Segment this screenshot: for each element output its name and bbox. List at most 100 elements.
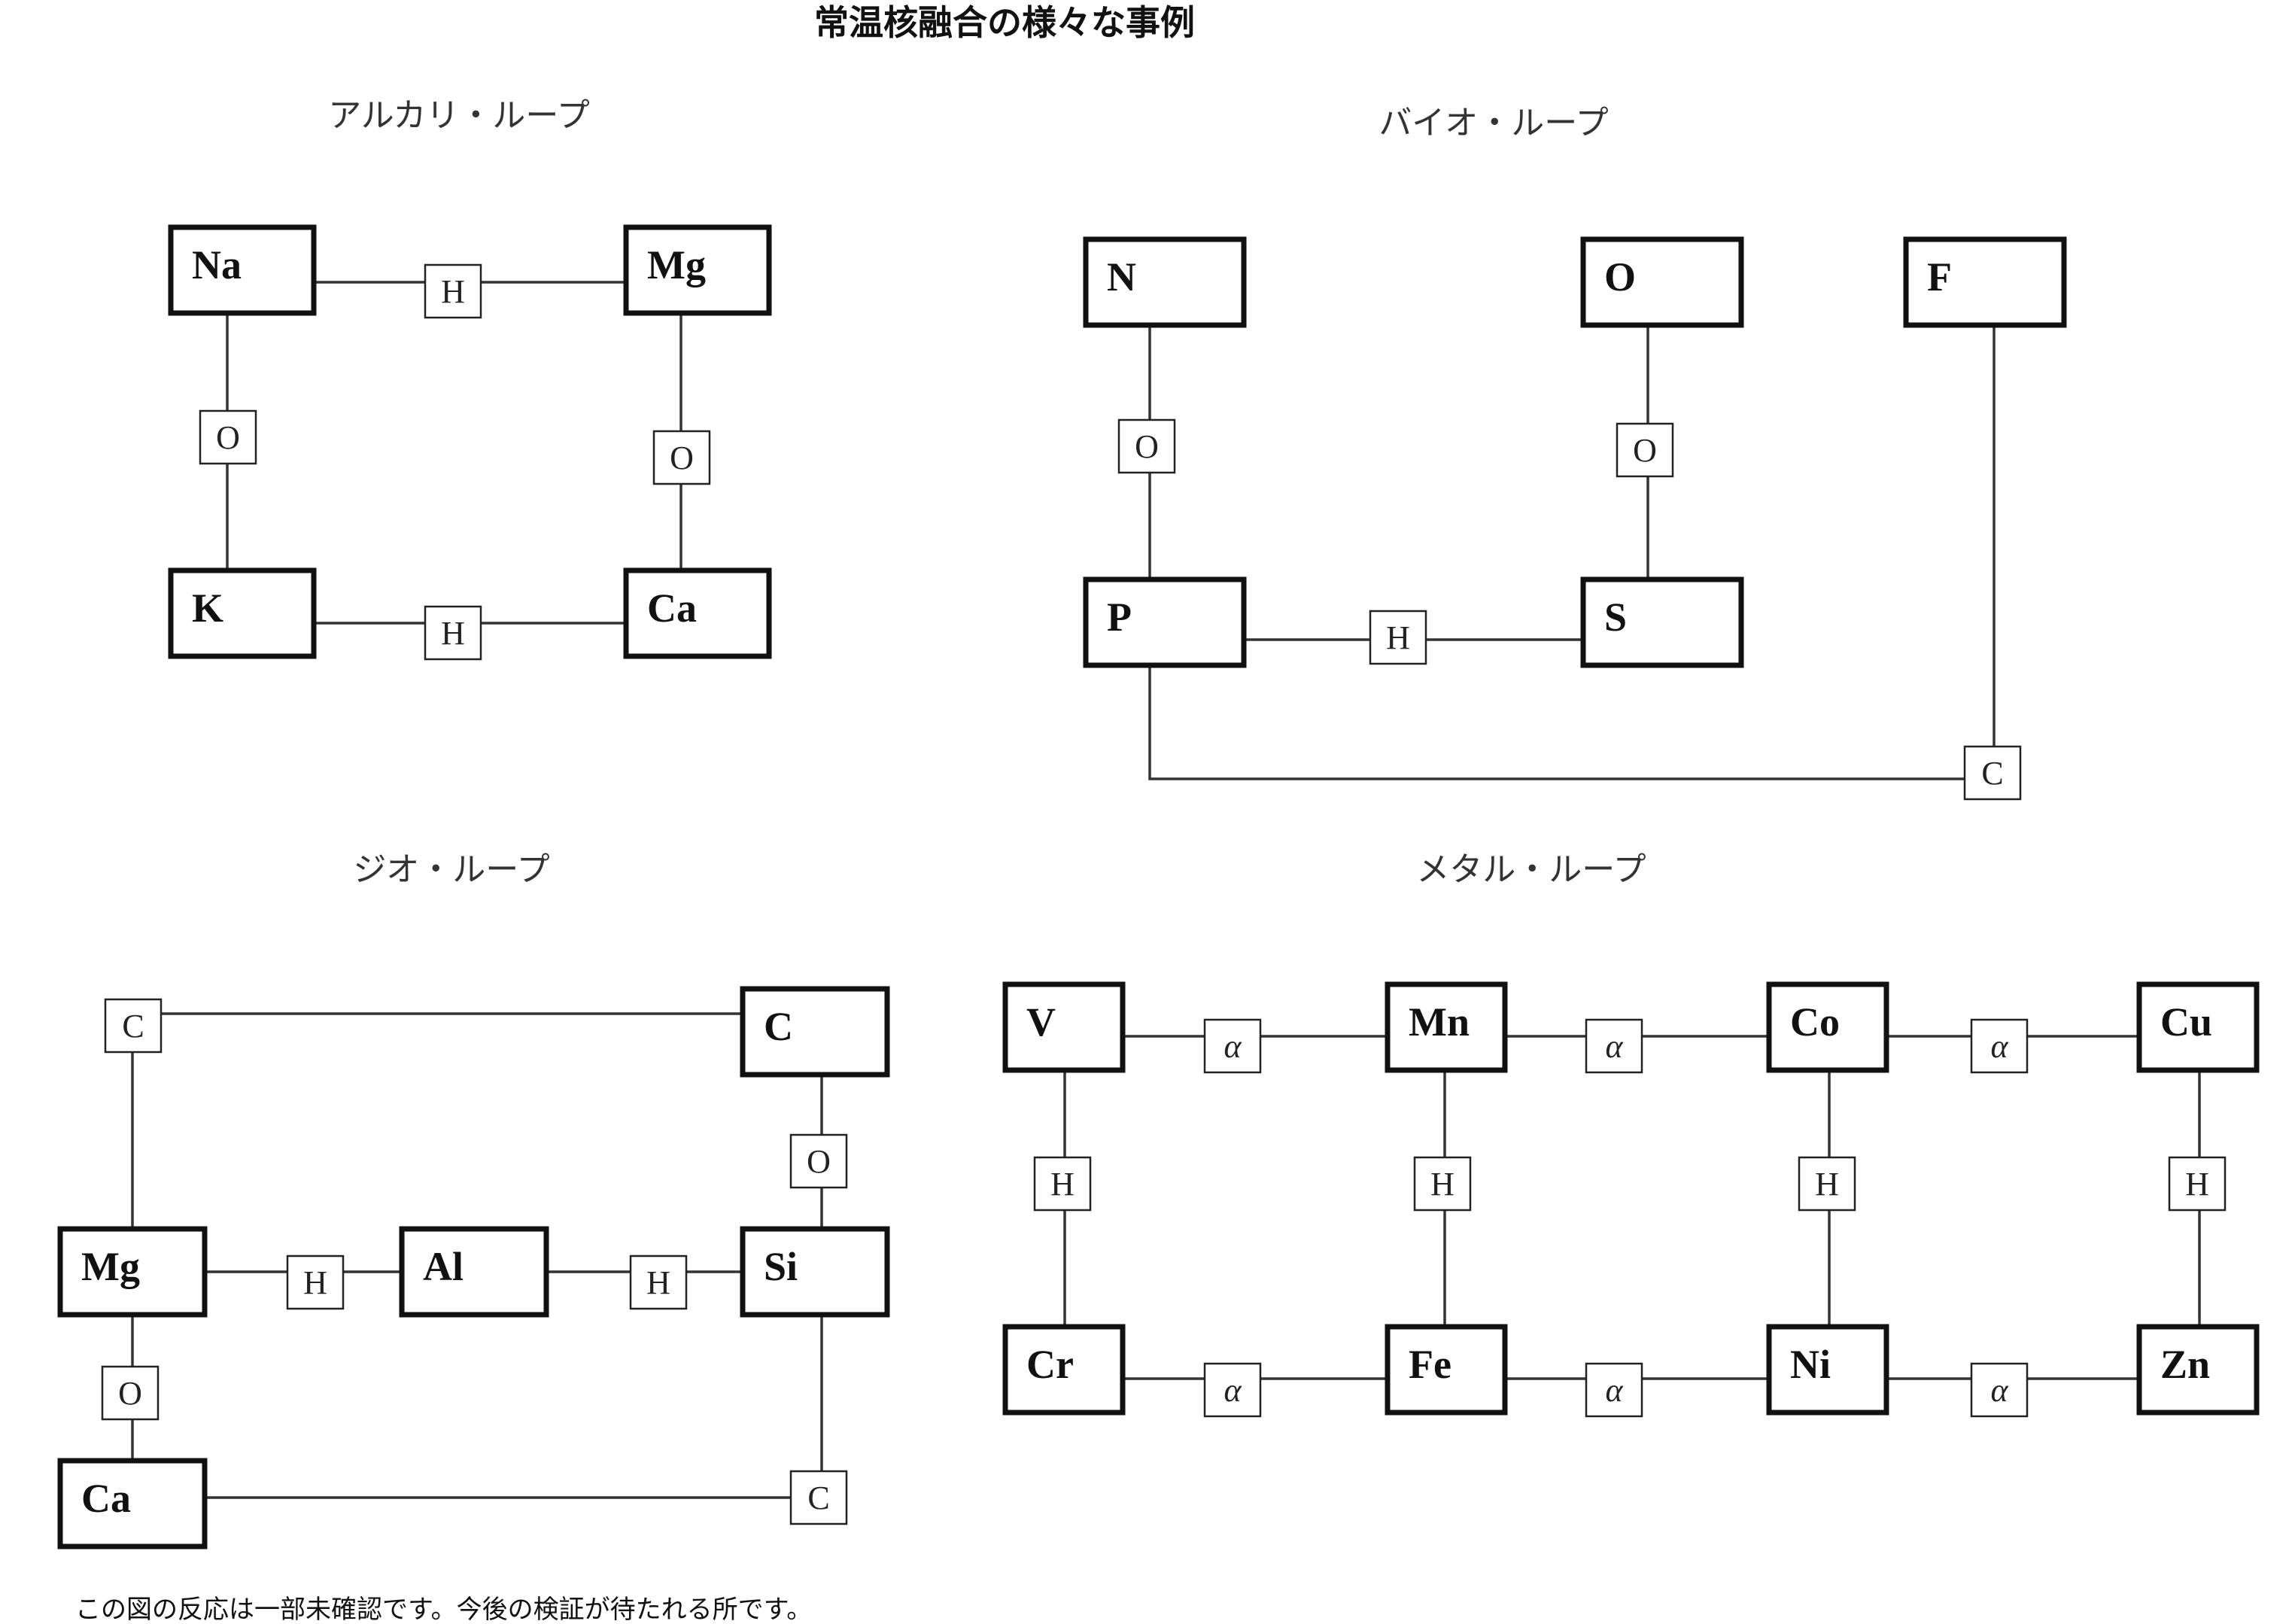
link-node-mn-co: α	[1585, 1018, 1643, 1074]
element-node-mg: Mg	[623, 224, 772, 316]
element-label: Zn	[2160, 1342, 2210, 1387]
link-box	[1033, 1156, 1092, 1212]
element-label: Co	[1790, 999, 1840, 1045]
link-box	[789, 1133, 848, 1189]
link-box	[199, 409, 257, 465]
link-box	[1585, 1362, 1643, 1418]
link-box	[424, 263, 482, 319]
element-label: S	[1604, 595, 1627, 640]
link-node-co-ni: H	[1798, 1156, 1856, 1212]
link-label: H	[1386, 619, 1410, 656]
element-label: Mg	[81, 1244, 140, 1289]
element-label: Mn	[1409, 999, 1470, 1045]
element-box	[1903, 236, 2067, 328]
element-label: V	[1026, 999, 1056, 1045]
element-node-mg: Mg	[57, 1226, 208, 1318]
link-label: H	[441, 273, 465, 310]
link-box	[2168, 1156, 2227, 1212]
loop-title: ジオ・ループ	[353, 850, 549, 889]
link-node-o-s: O	[1616, 422, 1674, 478]
element-box	[1083, 236, 1247, 328]
link-box	[101, 1365, 160, 1421]
link-label: O	[1633, 432, 1657, 469]
element-node-ca: Ca	[623, 567, 772, 659]
link-node-fe-ni: α	[1585, 1362, 1643, 1418]
link-label: O	[216, 419, 240, 456]
link-node-k-ca: H	[424, 605, 482, 661]
link-node-mg-ca: O	[652, 430, 711, 485]
link-label: O	[807, 1143, 831, 1180]
link-box	[1203, 1362, 1262, 1418]
link-label: C	[1981, 755, 2003, 792]
element-box	[1083, 576, 1247, 668]
link-box	[789, 1470, 848, 1525]
element-node-co: Co	[1766, 981, 1889, 1073]
element-node-mn: Mn	[1385, 981, 1508, 1073]
element-node-fe: Fe	[1385, 1324, 1508, 1416]
link-label: O	[670, 439, 694, 476]
element-node-ni: Ni	[1766, 1324, 1889, 1416]
link-node-al-si: H	[629, 1254, 688, 1310]
element-box	[1002, 981, 1126, 1073]
link-label: H	[441, 615, 465, 652]
link-label: α	[1605, 1372, 1623, 1409]
element-box	[2136, 1324, 2260, 1416]
element-node-k: K	[168, 567, 317, 659]
element-label: K	[192, 585, 223, 631]
link-node-v-mn: α	[1203, 1018, 1262, 1074]
link-box	[1413, 1156, 1472, 1212]
element-node-ca: Ca	[57, 1458, 208, 1549]
element-box	[1580, 576, 1744, 668]
loop-title: バイオ・ループ	[1379, 104, 1608, 142]
element-box	[740, 986, 890, 1078]
link-box	[1585, 1018, 1643, 1074]
element-node-c: C	[740, 986, 890, 1078]
element-node-al: Al	[399, 1226, 549, 1318]
element-label: Al	[423, 1244, 464, 1289]
link-label: H	[2185, 1166, 2209, 1203]
link-label: α	[1605, 1028, 1623, 1065]
element-label: P	[1107, 595, 1132, 640]
element-box	[1002, 1324, 1126, 1416]
link-box	[1963, 745, 2022, 801]
link-node-ca-si: C	[789, 1470, 848, 1525]
link-node-mg-al: H	[286, 1254, 345, 1310]
link-node-ni-zn: α	[1970, 1362, 2029, 1418]
link-box	[1117, 418, 1176, 474]
element-box	[57, 1226, 208, 1318]
link-label: O	[118, 1375, 142, 1412]
link-label: O	[1135, 428, 1159, 465]
link-label: α	[1223, 1028, 1242, 1065]
element-node-n: N	[1083, 236, 1247, 328]
link-box	[104, 998, 163, 1054]
link-node-cu-zn: H	[2168, 1156, 2227, 1212]
element-label: Ca	[81, 1476, 131, 1521]
element-node-s: S	[1580, 576, 1744, 668]
link-label: C	[122, 1008, 144, 1045]
page-title: 常温核融合の様々な事例	[814, 2, 1195, 43]
link-node-c-si: O	[789, 1133, 848, 1189]
link-label: H	[1430, 1166, 1455, 1203]
element-box	[57, 1458, 208, 1549]
link-node-na-k: O	[199, 409, 257, 465]
link-node-n-p: O	[1117, 418, 1176, 474]
element-node-o: O	[1580, 236, 1744, 328]
element-box	[2136, 981, 2260, 1073]
connector-line	[205, 1315, 823, 1499]
element-box	[1385, 1324, 1508, 1416]
element-box	[1385, 981, 1508, 1073]
link-box	[424, 605, 482, 661]
element-box	[1580, 236, 1744, 328]
connector-line	[1148, 325, 1996, 780]
element-label: C	[764, 1004, 793, 1049]
link-label: H	[1815, 1166, 1839, 1203]
element-box	[1766, 1324, 1889, 1416]
loop-title: アルカリ・ループ	[328, 96, 590, 135]
link-node-p-s: H	[1369, 610, 1427, 665]
link-box	[629, 1254, 688, 1310]
element-label: Si	[764, 1244, 798, 1289]
